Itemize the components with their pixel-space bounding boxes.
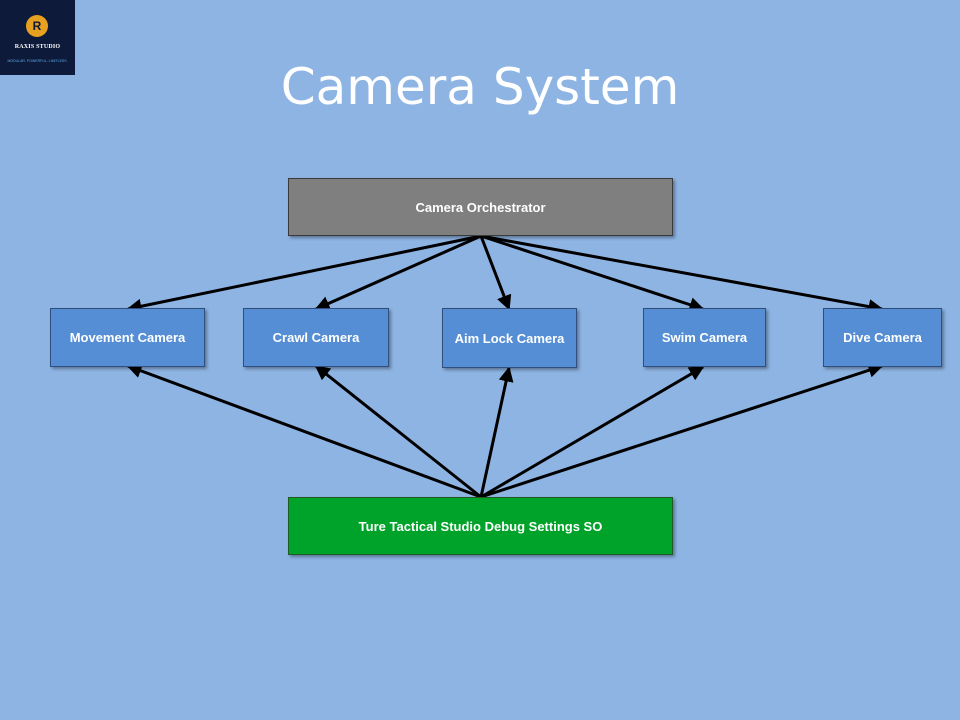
aim-lock-camera-label: Aim Lock Camera [454,330,565,346]
arrow-orchestrator-to-movement [126,234,482,314]
arrow-orchestrator-to-aimlock [479,235,512,311]
dive-camera-label: Dive Camera [843,330,922,345]
dive-camera-node: Dive Camera [823,308,942,367]
arrow-settings-to-aimlock [479,366,514,498]
slide-title: Camera System [280,58,680,116]
movement-camera-node: Movement Camera [50,308,205,367]
logo-emblem-icon: R [26,15,48,37]
logo-name: RAXIS STUDIO [14,44,61,50]
debug-settings-label: Ture Tactical Studio Debug Settings SO [358,518,603,534]
crawl-camera-node: Crawl Camera [243,308,389,367]
movement-camera-label: Movement Camera [69,330,186,345]
aim-lock-camera-node: Aim Lock Camera [442,308,577,368]
crawl-camera-label: Crawl Camera [272,330,360,345]
swim-camera-label: Swim Camera [661,330,748,345]
studio-logo: R RAXIS STUDIO MODULAR. POWERFUL. LIMITL… [0,0,75,75]
camera-orchestrator-node: Camera Orchestrator [288,178,673,236]
arrow-settings-to-dive [480,363,884,499]
camera-orchestrator-label: Camera Orchestrator [415,199,546,215]
arrow-settings-to-crawl [314,364,482,499]
swim-camera-node: Swim Camera [643,308,766,367]
arrow-settings-to-movement [126,363,482,499]
arrow-orchestrator-to-dive [480,234,884,314]
arrow-orchestrator-to-crawl [314,234,482,311]
arrow-orchestrator-to-swim [480,234,705,312]
debug-settings-node: Ture Tactical Studio Debug Settings SO [288,497,673,555]
arrow-settings-to-swim [480,365,705,499]
logo-tagline: MODULAR. POWERFUL. LIMITLESS. [7,59,68,63]
